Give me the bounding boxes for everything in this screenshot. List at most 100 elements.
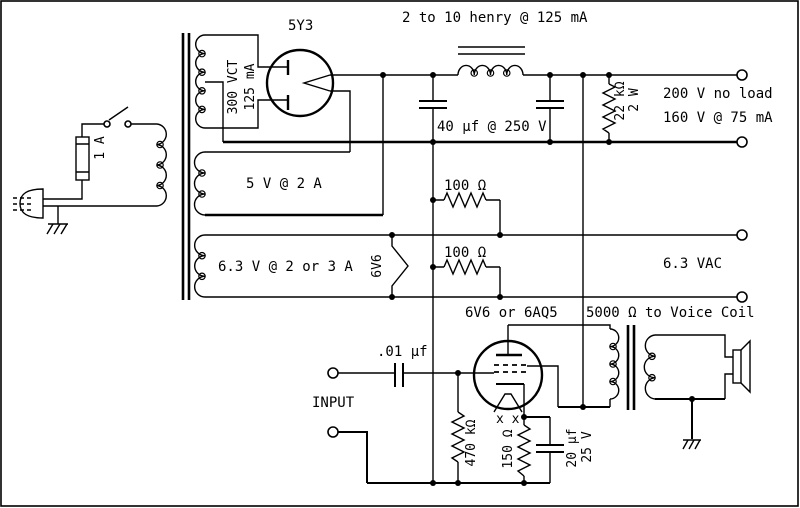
input-ground-wire xyxy=(338,431,368,483)
transformer-core-icon xyxy=(181,33,191,300)
switch-contact-icon xyxy=(103,120,111,128)
speaker-driver-icon xyxy=(732,349,742,384)
tube-envelope-icon xyxy=(265,48,335,118)
hum-balance-resistor-top: 100 Ω xyxy=(433,178,501,235)
cathode-pin-marks: x x xyxy=(496,412,520,427)
coil-loop-icon xyxy=(198,190,206,198)
coil-loop-icon xyxy=(609,360,617,368)
coupling-cap: .01 µf xyxy=(377,344,428,387)
coil-loop-icon xyxy=(156,161,164,169)
b-plus-terminal xyxy=(736,69,748,81)
opt-secondary-icon xyxy=(643,334,656,400)
hv-winding-label-2: 125 mA xyxy=(243,63,258,110)
screen-wire xyxy=(527,365,559,407)
opt-primary-icon xyxy=(609,328,620,400)
coil-loop-icon xyxy=(198,251,206,260)
rectifier-heater-winding: 5 V @ 2 A xyxy=(193,75,384,217)
hv-winding-label-1: 300 VCT xyxy=(226,59,241,114)
heater-winding-label: 6.3 V @ 2 or 3 A xyxy=(218,259,353,275)
opt-core-icon xyxy=(626,325,636,410)
bleeder-resistor: 22 kΩ 2 W xyxy=(601,75,642,142)
speaker xyxy=(732,339,751,394)
coil-loop-icon xyxy=(502,69,511,77)
coil-loop-icon xyxy=(648,373,656,382)
switch-contact-icon xyxy=(124,120,132,128)
coil-loop-icon xyxy=(156,181,164,190)
output-tube-heater-icon xyxy=(391,235,409,297)
line-wire xyxy=(43,180,83,200)
coil-loop-icon xyxy=(198,87,206,95)
filter-choke: 2 to 10 henry @ 125 mA xyxy=(402,10,588,77)
hv-center-tap xyxy=(205,81,224,142)
coil-loop-icon xyxy=(198,49,206,58)
plate-wire xyxy=(508,324,611,329)
wire xyxy=(81,123,104,137)
coil-loop-icon xyxy=(198,272,206,281)
coil-loop-icon xyxy=(486,69,495,77)
filament-return-wire xyxy=(330,90,351,152)
b-no-load-label: 200 V no load xyxy=(663,86,773,102)
heater-circuit: 6V6 100 Ω 100 Ω 6.3 VAC xyxy=(370,178,748,303)
secondary-top-wire xyxy=(655,334,733,358)
rectifier-tube-5y3: 5Y3 xyxy=(265,18,351,152)
input-ground-terminal xyxy=(327,426,339,438)
coil-loop-icon xyxy=(198,68,206,77)
junction-dots xyxy=(380,72,695,486)
hv-winding-icon xyxy=(195,34,206,129)
choke-winding-icon xyxy=(457,64,524,76)
power-cord-plug xyxy=(13,180,157,235)
bleeder-value-label: 22 kΩ xyxy=(613,81,628,120)
coil-loop-icon xyxy=(198,169,206,177)
chassis-ground-icon xyxy=(46,223,68,235)
winding-icon xyxy=(193,151,206,216)
bleeder-power-label: 2 W xyxy=(627,88,642,112)
resistor-zigzag-icon xyxy=(443,258,487,276)
input-section: INPUT .01 µf xyxy=(312,344,550,484)
fuse-label: 1 A xyxy=(93,136,108,160)
hum-balance-resistor-bottom: 100 Ω xyxy=(433,245,501,297)
secondary-bottom-lead xyxy=(724,373,733,399)
filter-cap-label: 40 µf @ 250 V xyxy=(437,119,547,135)
output-tube-label: 6V6 or 6AQ5 xyxy=(465,305,558,321)
cathode-cap-value-label: 20 µf xyxy=(565,428,580,467)
heater-terminal xyxy=(736,229,748,241)
hv-winding: 300 VCT 125 mA xyxy=(195,34,287,142)
primary-winding-icon xyxy=(156,123,167,207)
winding-icon xyxy=(194,234,206,298)
grid-resistor: 470 kΩ xyxy=(450,373,479,483)
coil-loop-icon xyxy=(609,342,617,351)
heater-terminal xyxy=(736,291,748,303)
output-transformer: 5000 Ω to Voice Coil xyxy=(508,305,755,450)
choke-label: 2 to 10 henry @ 125 mA xyxy=(402,10,588,26)
rectifier-heater-winding-label: 5 V @ 2 A xyxy=(246,176,322,192)
output-tube-6v6: 6V6 or 6AQ5 x x xyxy=(465,305,559,427)
resistor-zigzag-icon xyxy=(450,411,466,463)
coil-loop-icon xyxy=(648,352,656,361)
resistor-zigzag-icon xyxy=(516,424,532,477)
heater-filament-icon xyxy=(493,393,523,413)
cathode-resistor: 150 Ω xyxy=(501,416,550,483)
input-label: INPUT xyxy=(312,395,355,411)
heater-winding: 6.3 V @ 2 or 3 A xyxy=(194,234,737,298)
b-minus-terminal xyxy=(736,136,748,148)
b-load-label: 160 V @ 75 mA xyxy=(663,110,773,126)
filter-cap-2 xyxy=(536,75,564,142)
cathode-bypass-cap: 20 µf 25 V xyxy=(536,417,595,483)
coil-loop-icon xyxy=(198,105,206,114)
filter-cap-1 xyxy=(419,75,447,483)
speaker-cone-icon xyxy=(740,339,751,394)
cathode-cap-voltage-label: 25 V xyxy=(580,431,595,462)
chassis-ground-icon xyxy=(682,439,701,450)
coil-loop-icon xyxy=(470,69,479,77)
capacitor-icon xyxy=(394,363,404,387)
choke-core-icon xyxy=(458,46,525,55)
hum-resistor-top-label: 100 Ω xyxy=(444,178,486,194)
capacitor-icon xyxy=(419,100,447,109)
cathode-resistor-label: 150 Ω xyxy=(501,429,516,468)
rectifier-tube-label: 5Y3 xyxy=(288,18,313,34)
resistor-zigzag-icon xyxy=(443,191,487,209)
output-tube-heater-label: 6V6 xyxy=(370,254,385,277)
filament-icon xyxy=(301,74,331,92)
